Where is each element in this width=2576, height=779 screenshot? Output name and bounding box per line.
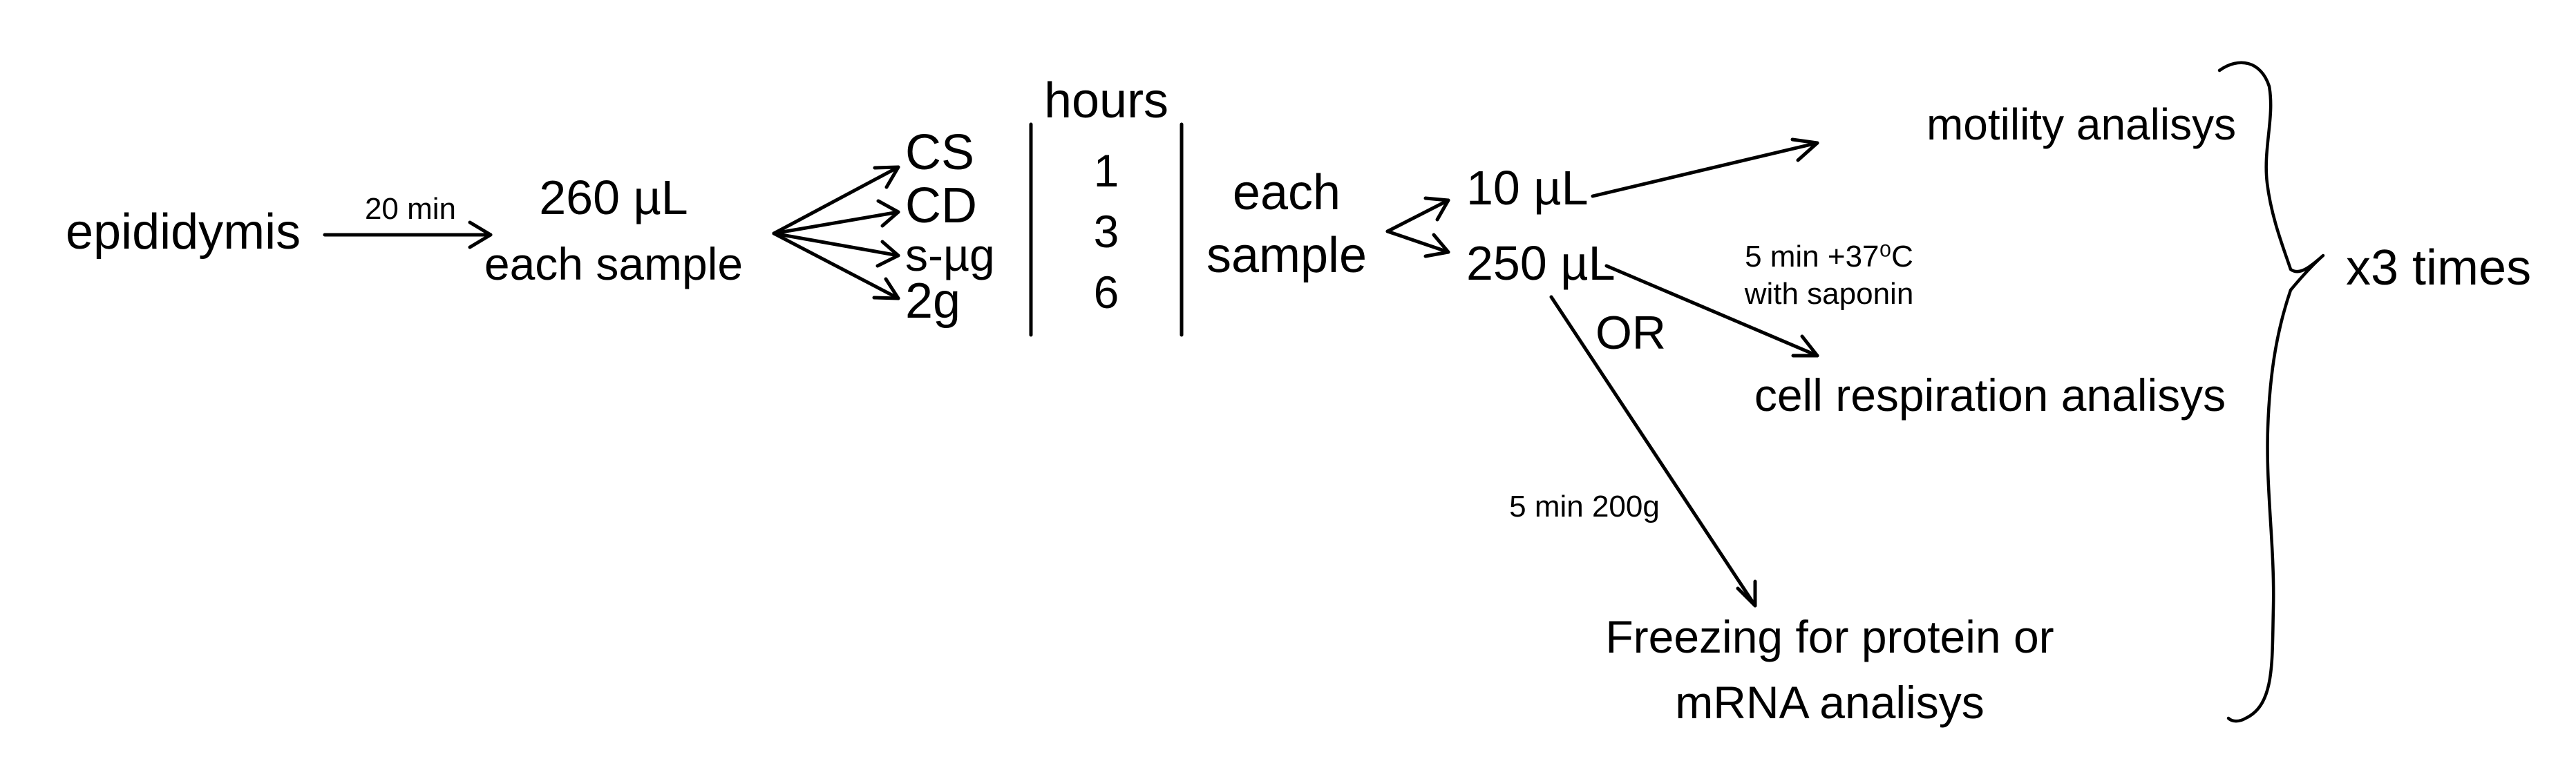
repeat-times-label: x3 times <box>2346 240 2531 296</box>
cell-respiration-label: cell respiration analisys <box>1754 369 2226 421</box>
repeat-curly-brace <box>2217 61 2325 723</box>
split-arrows-to-aliquots <box>1385 196 1450 258</box>
hours-value-3: 3 <box>1094 206 1119 257</box>
volume-260-label: 260 µL <box>539 171 688 224</box>
arrow-to-freezing <box>1549 295 1757 608</box>
incubation-time-label: 20 min <box>365 192 456 226</box>
arrow-to-cell-respiration <box>1604 264 1819 358</box>
split-arrows-to-conditions <box>772 165 900 300</box>
aliquot-250ul-label: 250 µL <box>1466 236 1616 290</box>
arrow-epididymis-to-260ul <box>323 220 493 249</box>
freezing-label-line1: Freezing for protein or <box>1605 611 2054 662</box>
hours-header: hours <box>1044 73 1168 128</box>
freezing-label-line2: mRNA analisys <box>1675 677 1984 728</box>
arrow-to-motility-analysis <box>1591 137 1819 198</box>
aliquot-10ul-label: 10 µL <box>1466 161 1589 215</box>
each-sample-label-2a: each <box>1233 165 1341 220</box>
saponin-step-line2: with saponin <box>1744 277 1914 311</box>
saponin-step-line1: 5 min +37⁰C <box>1745 240 1913 273</box>
each-sample-label-1: each sample <box>484 238 743 289</box>
motility-analysis-label: motility analisys <box>1926 99 2236 149</box>
or-label: OR <box>1595 307 1666 359</box>
each-sample-label-2b: sample <box>1206 228 1367 283</box>
centrifuge-step-label: 5 min 200g <box>1509 490 1660 523</box>
condition-2g: 2g <box>905 273 960 329</box>
condition-cs: CS <box>905 125 974 180</box>
hours-value-6: 6 <box>1094 267 1119 318</box>
epididymis-label: epididymis <box>66 204 301 260</box>
hours-value-1: 1 <box>1094 145 1119 196</box>
condition-cd: CD <box>905 178 977 233</box>
condition-s-ug: s-µg <box>905 229 995 280</box>
